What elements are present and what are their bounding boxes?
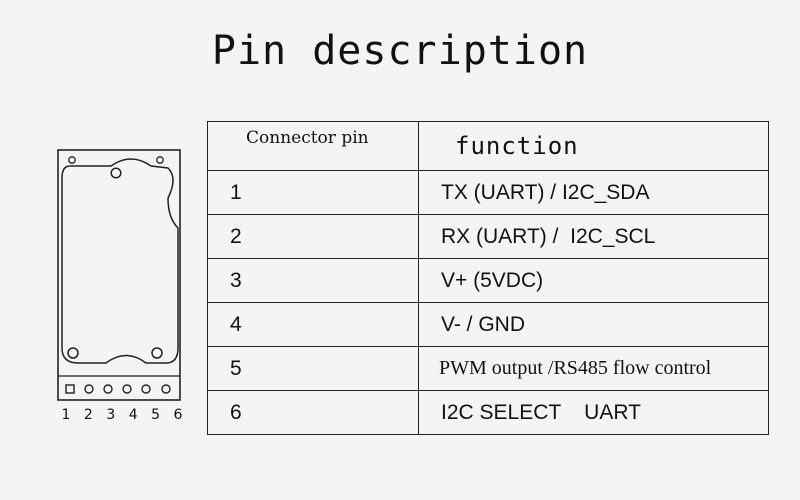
pin-label: 6 [173,407,183,423]
pin-label: 2 [83,407,93,423]
pin-number-cell: 5 [207,346,419,391]
page-title: Pin description [211,28,589,74]
pin-function-cell: RX (UART) / I2C_SCL [418,214,769,259]
table-header-row: Connector pin function [207,121,769,171]
table-row: 2 RX (UART) / I2C_SCL [207,214,769,259]
pin-label: 3 [106,407,116,423]
table-row: 6 I2C SELECT UART [207,390,769,435]
pin-function-table: Connector pin function 1 TX (UART) / I2C… [207,121,769,435]
pin-4-pad [122,384,132,394]
table-row: 1 TX (UART) / I2C_SDA [207,170,769,215]
pin-number-cell: 1 [207,170,419,215]
pin-5-pad [141,384,151,394]
mount-hole-top-left [68,156,76,164]
pin-label: 5 [151,407,161,423]
pin-function-cell: I2C SELECT UART [418,390,769,435]
table-row: 5 PWM output /RS485 flow control [207,346,769,391]
pin-function-cell: V- / GND [418,302,769,347]
pin-label: 4 [128,407,138,423]
pin-number-cell: 6 [207,390,419,435]
header-connector-pin: Connector pin [207,121,419,171]
mount-hole-bottom-right [151,347,163,359]
pin-function-cell: TX (UART) / I2C_SDA [418,170,769,215]
pin-number-cell: 3 [207,258,419,303]
module-outline [57,149,181,401]
pin-2-pad [84,384,94,394]
pin-6-pad [161,384,171,394]
pin-number-labels: 1 2 3 4 5 6 [58,407,186,423]
module-body-outline [61,158,179,364]
table-row: 4 V- / GND [207,302,769,347]
pin-number-cell: 4 [207,302,419,347]
pin-3-pad [103,384,113,394]
pin-function-cell: V+ (5VDC) [418,258,769,303]
mount-hole-top-center [110,167,122,179]
pin-number-cell: 2 [207,214,419,259]
header-function: function [418,121,769,171]
mount-hole-top-right [156,156,164,164]
table-row: 3 V+ (5VDC) [207,258,769,303]
pin-function-cell: PWM output /RS485 flow control [418,346,769,391]
pin-1-square-pad [65,384,75,394]
sensor-module-diagram [57,149,181,401]
pin-label: 1 [61,407,71,423]
mount-hole-bottom-left [67,347,79,359]
